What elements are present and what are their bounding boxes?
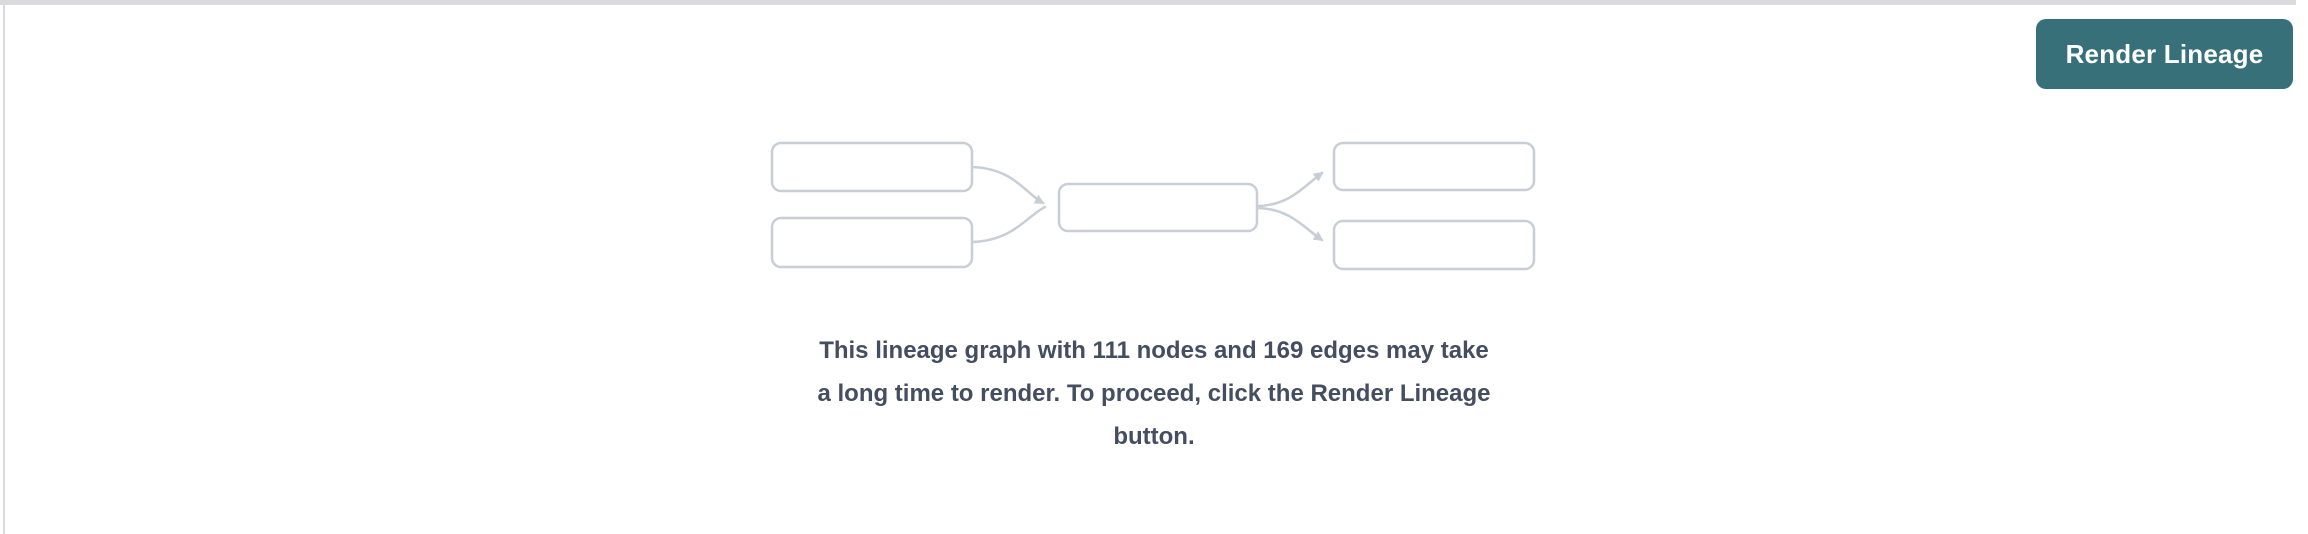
graph-node-box	[1332, 141, 1536, 192]
render-lineage-button-label: Render Lineage	[2065, 38, 2264, 69]
render-warning-line: a long time to render. To proceed, click…	[817, 380, 1491, 407]
panel-left-border	[3, 0, 5, 534]
graph-node-box	[1332, 219, 1536, 271]
render-warning-message: This lineage graph with 111 nodes and 16…	[817, 329, 1490, 458]
graph-edge	[971, 165, 1045, 205]
graph-edge	[971, 205, 1047, 244]
graph-nodes	[770, 141, 1536, 271]
graph-node-box	[770, 141, 974, 193]
render-warning-line: button.	[1113, 423, 1195, 450]
graph-edges	[971, 165, 1324, 244]
render-warning-line: This lineage graph with 111 nodes and 16…	[819, 337, 1489, 364]
graph-node-box	[1057, 182, 1259, 233]
render-lineage-button[interactable]: Render Lineage	[2036, 19, 2293, 89]
lineage-empty-state: This lineage graph with 111 nodes and 16…	[769, 139, 1539, 458]
graph-edge	[1256, 206, 1324, 242]
top-border-divider	[0, 0, 2296, 5]
lineage-placeholder-graphic	[770, 141, 1536, 271]
graph-node-box	[770, 216, 974, 269]
graph-edge	[1256, 171, 1324, 208]
